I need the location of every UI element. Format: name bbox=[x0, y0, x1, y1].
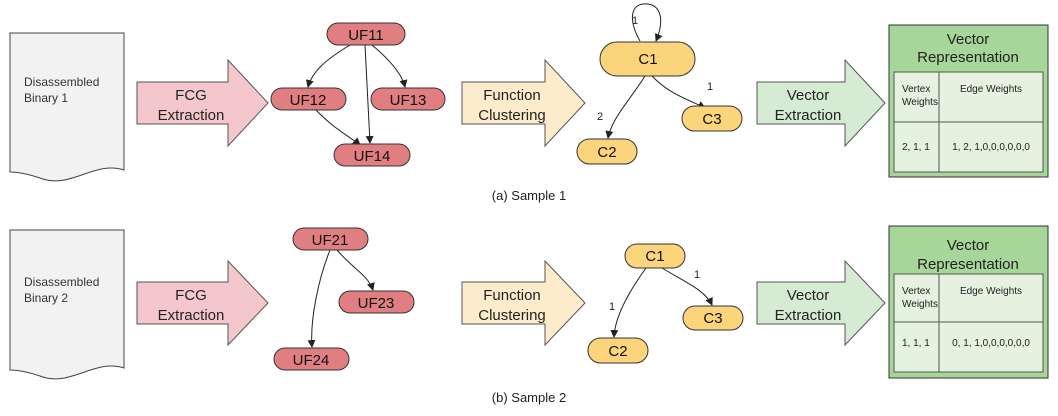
vertex-weights-header-line2: Weights bbox=[902, 97, 938, 108]
table-cell bbox=[893, 273, 940, 323]
clustering-arrow-label-line2: Clustering bbox=[478, 307, 546, 324]
function-node-label: UF12 bbox=[290, 92, 327, 109]
vertex-weights-header-line1: Vertex bbox=[902, 286, 930, 297]
edge-weight-label: 1 bbox=[632, 15, 638, 27]
edge-weight-label: 1 bbox=[694, 269, 700, 281]
graph-edge bbox=[371, 44, 408, 88]
doc-label-line2: Binary 1 bbox=[24, 91, 68, 105]
function-node bbox=[292, 227, 369, 251]
clustering-arrow-label-line2: Clustering bbox=[478, 107, 546, 124]
doc-label-line2: Binary 2 bbox=[24, 291, 68, 305]
cluster-node-label: C2 bbox=[597, 144, 616, 161]
function-node-label: UF24 bbox=[293, 352, 330, 369]
disassembled-binary-document-icon bbox=[9, 229, 125, 380]
vector-extraction-arrow bbox=[756, 58, 886, 148]
graph-edge bbox=[336, 249, 375, 291]
doc-label-line1: Disassembled bbox=[24, 75, 99, 89]
table-cell bbox=[938, 121, 1044, 173]
cluster-node bbox=[587, 337, 649, 364]
vector-extraction-arrow bbox=[756, 259, 886, 347]
edge-weight-label: 1 bbox=[609, 301, 615, 313]
sample-2: Disassembled Binary 2 FCG Extraction UF2… bbox=[9, 225, 1049, 405]
fcg-arrow-label-line2: Extraction bbox=[158, 307, 225, 324]
vertex-weights-value: 2, 1, 1 bbox=[902, 142, 930, 153]
table-cell bbox=[938, 321, 1044, 373]
vector-representation-title-line2: Representation bbox=[917, 49, 1019, 66]
cluster-node bbox=[576, 138, 638, 165]
fcg-extraction-arrow bbox=[136, 58, 269, 148]
sample-caption: (a) Sample 1 bbox=[492, 188, 566, 203]
vector-arrow-label-line2: Extraction bbox=[775, 107, 842, 124]
edge-weight-label: 2 bbox=[597, 111, 603, 123]
disassembled-binary-document-icon bbox=[9, 32, 125, 182]
function-node bbox=[273, 347, 350, 371]
graph-edge bbox=[651, 75, 706, 109]
cluster-node-label: C1 bbox=[645, 248, 664, 265]
clustering-arrow-label-line1: Function bbox=[483, 87, 541, 104]
self-loop-edge bbox=[632, 3, 663, 42]
edge-weights-value: 1, 2, 1,0,0,0,0,0,0 bbox=[952, 142, 1030, 153]
cluster-node bbox=[681, 105, 743, 132]
function-node bbox=[338, 290, 415, 314]
doc-label-line1: Disassembled bbox=[24, 275, 99, 289]
vector-arrow-label-line1: Vector bbox=[787, 287, 830, 304]
cluster-node-label: C3 bbox=[702, 111, 721, 128]
vector-arrow-label-line1: Vector bbox=[787, 87, 830, 104]
edge-weight-label: 1 bbox=[707, 81, 713, 93]
graph-edge bbox=[307, 249, 331, 348]
fcg-arrow-label-line1: FCG bbox=[175, 87, 207, 104]
cluster-node bbox=[624, 243, 686, 269]
vertex-weights-value: 1, 1, 1 bbox=[902, 338, 930, 349]
cluster-node bbox=[599, 41, 696, 77]
clustering-arrow-label-line1: Function bbox=[483, 287, 541, 304]
function-node bbox=[333, 143, 411, 167]
vector-representation-title-line1: Vector bbox=[947, 237, 990, 254]
table-cell bbox=[938, 273, 1044, 323]
cluster-node-label: C2 bbox=[608, 343, 627, 360]
vector-representation-title-line2: Representation bbox=[917, 256, 1019, 273]
function-node-label: UF13 bbox=[390, 92, 427, 109]
function-node-label: UF23 bbox=[358, 295, 395, 312]
cluster-node-label: C3 bbox=[703, 310, 722, 327]
function-node-label: UF21 bbox=[312, 232, 349, 249]
edge-weights-header: Edge Weights bbox=[960, 84, 1022, 95]
table-cell bbox=[893, 121, 940, 173]
table-cell bbox=[893, 321, 940, 373]
vertex-weights-header-line1: Vertex bbox=[902, 84, 930, 95]
cluster-node bbox=[682, 305, 744, 331]
fcg-extraction-arrow bbox=[136, 259, 269, 347]
graph-edge bbox=[661, 267, 713, 306]
function-node bbox=[270, 87, 347, 111]
function-node-label: UF14 bbox=[354, 148, 391, 165]
function-clustering-arrow bbox=[461, 58, 586, 148]
graph-edge bbox=[610, 267, 647, 338]
vector-arrow-label-line2: Extraction bbox=[775, 307, 842, 324]
graph-edge bbox=[305, 44, 351, 88]
function-clustering-arrow bbox=[461, 259, 586, 347]
function-node bbox=[370, 87, 446, 111]
function-node-label: UF11 bbox=[348, 27, 384, 44]
sample-caption: (b) Sample 2 bbox=[492, 390, 566, 405]
vertex-weights-header-line2: Weights bbox=[902, 299, 938, 310]
sample-1: Disassembled Binary 1 FCG Extraction UF1… bbox=[9, 3, 1049, 203]
graph-edge bbox=[605, 75, 646, 139]
edge-weights-header: Edge Weights bbox=[960, 286, 1022, 297]
cluster-node-label: C1 bbox=[638, 51, 657, 68]
fcg-arrow-label-line2: Extraction bbox=[158, 107, 225, 124]
graph-edge bbox=[364, 44, 374, 144]
graph-edge bbox=[314, 108, 361, 146]
vector-representation-title-line1: Vector bbox=[947, 31, 990, 48]
table-cell bbox=[938, 71, 1044, 123]
edge-weights-value: 0, 1, 1,0,0,0,0,0,0 bbox=[952, 338, 1030, 349]
fcg-arrow-label-line1: FCG bbox=[175, 287, 207, 304]
function-node bbox=[326, 22, 406, 46]
